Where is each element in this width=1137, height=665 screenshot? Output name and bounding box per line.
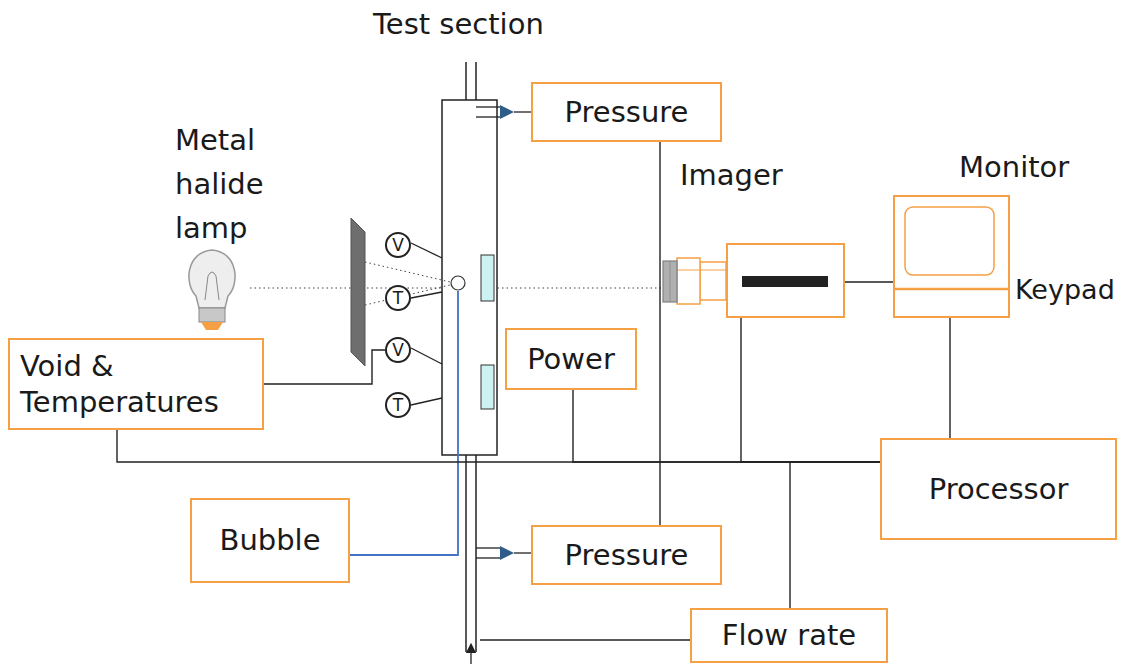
signal-wire [845, 281, 893, 282]
node-label: V [392, 342, 404, 359]
bubble-line [350, 291, 458, 555]
node-label: V [392, 237, 404, 254]
signal-wire [790, 462, 880, 608]
sensor-symbol: V [385, 337, 411, 363]
bubble-port [451, 276, 465, 290]
node-label: Flow rate [722, 617, 856, 653]
inlet-arrow [470, 648, 471, 664]
node-label: Power [527, 341, 615, 377]
part-heading: Imager [680, 157, 783, 193]
imager-lens [663, 258, 726, 304]
processor-box: Processor [880, 438, 1117, 540]
signal-wire [659, 142, 660, 525]
node-label: T [393, 290, 403, 307]
part-heading: Monitor [959, 149, 1069, 185]
node-label: Void & Temperatures [20, 348, 252, 421]
node-label: T [393, 397, 403, 414]
flow-line [480, 639, 690, 640]
node-label: Pressure [565, 94, 689, 130]
daq-box: Void & Temperatures [8, 338, 264, 430]
imager-camera: Imager [726, 243, 845, 318]
diffuser-plate [351, 218, 365, 366]
lamp-bulb [189, 250, 235, 330]
part-label: Keypad [1015, 273, 1115, 307]
monitor-screen [895, 197, 1008, 316]
bubble-box: Bubble [190, 498, 350, 583]
power-box: Power [505, 328, 637, 390]
sensor-symbol: V [385, 232, 411, 258]
signal-wire [573, 390, 880, 462]
signal-wire [117, 430, 880, 462]
monitor-terminal: MonitorKeypad [893, 195, 1010, 318]
test-section [442, 100, 497, 455]
text-label: Metal halide lamp [175, 118, 280, 250]
window [481, 365, 494, 409]
sensor-box: Pressure [531, 82, 722, 142]
sensor-symbol: T [385, 285, 411, 311]
flow-box: Flow rate [690, 608, 888, 663]
node-label: Bubble [220, 522, 321, 558]
signal-wire [949, 318, 950, 438]
text-label: Test section [373, 6, 573, 42]
sensor-symbol: T [385, 392, 411, 418]
signal-wire [264, 350, 385, 384]
node-label: Processor [929, 471, 1069, 507]
imager-sensor [728, 245, 843, 316]
node-label: Pressure [565, 537, 689, 573]
lamp-label: Metal halide lamp [175, 118, 280, 250]
window [481, 255, 494, 301]
section-title: Test section [373, 6, 573, 42]
sensor-lead [411, 243, 442, 405]
sensor-box: Pressure [531, 525, 722, 585]
signal-wire [741, 318, 880, 462]
